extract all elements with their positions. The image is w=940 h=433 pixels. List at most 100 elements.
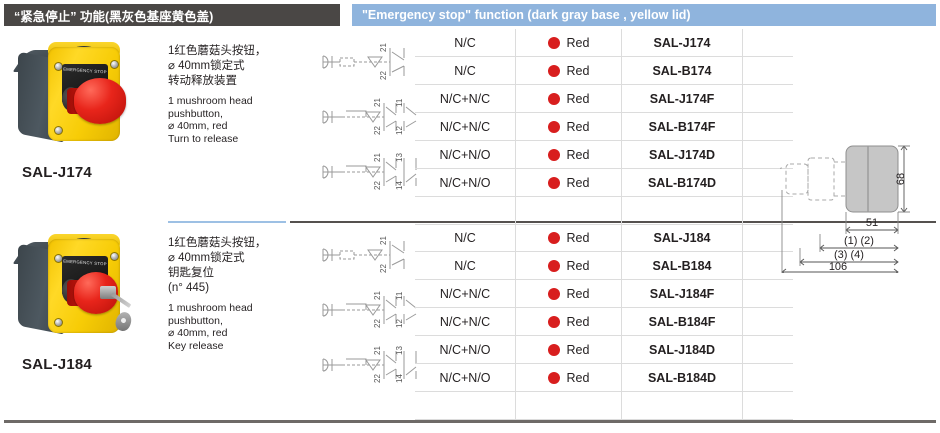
table-row[interactable]: N/C+N/O Red SAL-B184D [415, 363, 793, 392]
contact-cell [415, 391, 516, 420]
contact-schematic: 21 22 13 14 [320, 341, 420, 387]
color-label: Red [566, 175, 590, 190]
lid-screw-icon [110, 252, 119, 261]
terminal-label: 13 [395, 153, 404, 162]
part-code-cell [621, 391, 743, 420]
part-code-cell[interactable]: SAL-B174F [621, 112, 743, 141]
color-cell: Red [515, 112, 622, 141]
red-dot-icon [547, 231, 560, 244]
part-code-cell[interactable]: SAL-B174D [621, 168, 743, 197]
table-row[interactable]: N/C+N/O Red SAL-J184D [415, 335, 793, 364]
spare-cell [742, 335, 793, 364]
table-row[interactable]: N/C+N/O Red SAL-B174D [415, 168, 793, 197]
terminal-label: 21 [373, 346, 382, 355]
lid-screw-icon [54, 126, 63, 135]
terminal-label: 22 [373, 126, 382, 135]
part-code-cell[interactable]: SAL-J184 [621, 224, 743, 252]
table-row[interactable]: N/C Red SAL-J184 [415, 224, 793, 252]
color-cell [515, 196, 622, 225]
part-code-cell[interactable]: SAL-B184F [621, 307, 743, 336]
description-english: 1 mushroom head pushbutton, ⌀ 40mm, red … [168, 302, 253, 352]
spare-cell [742, 168, 793, 197]
dim-depth-12-label: (1) (2) [844, 235, 874, 247]
part-code-cell[interactable]: SAL-J184F [621, 279, 743, 308]
section-divider-blue [168, 221, 286, 223]
dim-depth-34-label: (3) (4) [834, 249, 864, 261]
part-code-cell[interactable]: SAL-J174F [621, 84, 743, 113]
red-dot-icon [547, 92, 560, 105]
spare-cell [742, 196, 793, 225]
red-dot-icon [547, 36, 560, 49]
contact-cell: N/C [415, 251, 516, 280]
table-row-empty [415, 196, 793, 225]
terminal-label: 21 [373, 291, 382, 300]
terminal-label: 12 [395, 319, 404, 328]
part-code-cell[interactable]: SAL-J174 [621, 29, 743, 57]
contact-cell: N/C+N/O [415, 335, 516, 364]
color-label: Red [566, 35, 590, 50]
spare-cell [742, 391, 793, 420]
color-label: Red [566, 314, 590, 329]
lid-screw-icon [54, 318, 63, 327]
dim-width-label: 51 [866, 217, 878, 229]
contact-schematic: 21 22 11 12 [320, 93, 420, 139]
color-cell: Red [515, 224, 622, 252]
description-chinese: 1红色蘑菇头按钮， ⌀ 40mm锁定式 钥匙复位 (n° 445) [168, 237, 267, 294]
spare-cell [742, 140, 793, 169]
contact-cell: N/C [415, 29, 516, 57]
red-dot-icon [547, 371, 560, 384]
terminal-label: 21 [373, 98, 382, 107]
product-name: SAL-J174 [22, 164, 92, 181]
table-row[interactable]: N/C+N/C Red SAL-B184F [415, 307, 793, 336]
part-code-cell[interactable]: SAL-J174D [621, 140, 743, 169]
red-dot-icon [547, 315, 560, 328]
color-cell: Red [515, 307, 622, 336]
contact-schematic: 21 22 [320, 38, 420, 84]
spare-cell [742, 112, 793, 141]
red-dot-icon [547, 120, 560, 133]
variant-table: N/C Red SAL-J184 N/C Red SAL-B184 N/C+N/… [415, 224, 793, 420]
color-label: Red [566, 63, 590, 78]
table-row[interactable]: N/C Red SAL-B184 [415, 251, 793, 280]
color-cell: Red [515, 56, 622, 85]
terminal-label: 14 [395, 181, 404, 190]
spare-cell [742, 56, 793, 85]
color-cell: Red [515, 29, 622, 57]
product-name: SAL-J184 [22, 356, 92, 373]
terminal-label: 21 [379, 236, 388, 245]
table-row[interactable]: N/C+N/C Red SAL-J174F [415, 84, 793, 113]
table-row-empty [415, 391, 793, 420]
table-row[interactable]: N/C+N/O Red SAL-J174D [415, 140, 793, 169]
table-row[interactable]: N/C+N/C Red SAL-B174F [415, 112, 793, 141]
contact-cell: N/C [415, 56, 516, 85]
product-image: EMERGENCY STOP [12, 232, 142, 350]
table-row[interactable]: N/C+N/C Red SAL-J184F [415, 279, 793, 308]
contact-cell: N/C+N/C [415, 307, 516, 336]
page-bottom-rule [4, 420, 936, 423]
variant-table: N/C Red SAL-J174 N/C Red SAL-B174 N/C+N/… [415, 29, 793, 225]
terminal-label: 22 [373, 181, 382, 190]
spare-cell [742, 279, 793, 308]
part-code-cell[interactable]: SAL-B174 [621, 56, 743, 85]
product-image: EMERGENCY STOP [12, 40, 142, 158]
dimension-drawing: 68 51 (1) (2) (3) (4) [774, 138, 932, 276]
product-description: 1红色蘑菇头按钮， ⌀ 40mm锁定式 钥匙复位 (n° 445) 1 mush… [168, 236, 313, 352]
terminal-label: 11 [395, 291, 404, 300]
color-label: Red [566, 119, 590, 134]
part-code-cell[interactable]: SAL-B184 [621, 251, 743, 280]
contact-cell: N/C+N/O [415, 363, 516, 392]
color-cell: Red [515, 84, 622, 113]
table-row[interactable]: N/C Red SAL-J174 [415, 29, 793, 57]
variant-table-body: N/C Red SAL-J174 N/C Red SAL-B174 N/C+N/… [415, 29, 793, 225]
part-code-cell[interactable]: SAL-B184D [621, 363, 743, 392]
terminal-label: 22 [379, 71, 388, 80]
color-label: Red [566, 147, 590, 162]
table-row[interactable]: N/C Red SAL-B174 [415, 56, 793, 85]
terminal-label: 22 [379, 264, 388, 273]
color-label: Red [566, 258, 590, 273]
contact-schematic: 21 22 [320, 231, 420, 277]
product-photo-block: EMERGENCY STOP SAL-J174 [4, 40, 154, 181]
part-code-cell[interactable]: SAL-J184D [621, 335, 743, 364]
terminal-label: 22 [373, 319, 382, 328]
contact-cell: N/C+N/O [415, 168, 516, 197]
